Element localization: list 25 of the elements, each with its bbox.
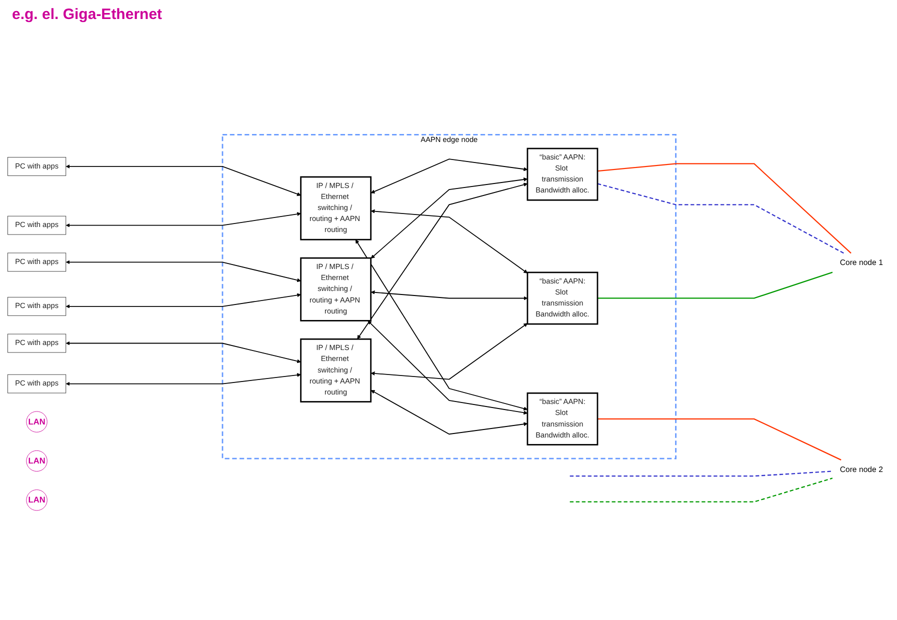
arrow: [354, 240, 528, 411]
arrow: [370, 290, 528, 301]
fiber-line: [596, 184, 844, 254]
arrow: [65, 373, 300, 386]
arrow: [65, 260, 300, 282]
arrow: [65, 342, 300, 364]
arrow: [370, 159, 528, 194]
arrow: [367, 321, 528, 416]
fiber-line: [597, 272, 832, 300]
fiber-line: [569, 478, 832, 503]
arrow: [356, 183, 528, 340]
node-circle: LAN: [26, 490, 47, 512]
network-note: e.g. el. Giga-Ethernet: [12, 6, 162, 23]
fiber-line: [597, 418, 841, 461]
fiber-line: [596, 164, 851, 254]
arrow: [65, 212, 300, 228]
arrow: [65, 164, 300, 196]
node-circle: LAN: [26, 450, 47, 472]
arrow: [370, 390, 528, 436]
node-circle: LAN: [26, 412, 47, 433]
arrow: [65, 294, 300, 309]
arrow: [370, 324, 528, 380]
fiber-line: [569, 471, 832, 478]
arrow: [370, 210, 528, 274]
arrow: [370, 178, 528, 259]
